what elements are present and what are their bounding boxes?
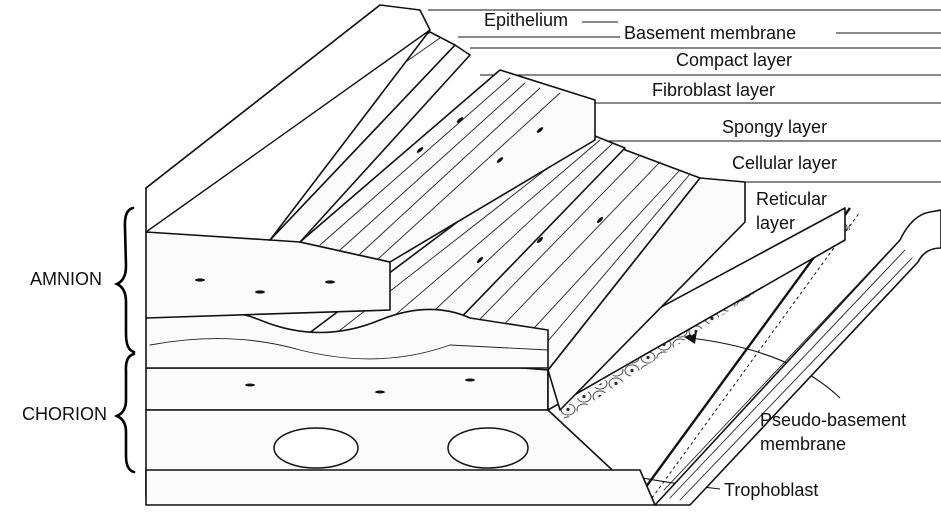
amnion-brace — [117, 208, 134, 352]
label-pseudo-basement-1: Pseudo-basement — [760, 410, 906, 430]
label-reticular-layer-1: Reticular — [756, 189, 827, 209]
label-compact-layer: Compact layer — [676, 50, 792, 70]
label-basement-membrane: Basement membrane — [624, 23, 796, 43]
label-trophoblast: Trophoblast — [724, 480, 818, 500]
label-amnion: AMNION — [30, 269, 102, 289]
label-fibroblast-layer: Fibroblast layer — [652, 80, 775, 100]
label-cellular-layer: Cellular layer — [732, 153, 837, 173]
chorion-brace — [117, 354, 134, 472]
label-epithelium: Epithelium — [484, 10, 568, 30]
label-chorion: CHORION — [22, 404, 107, 424]
label-reticular-layer-2: layer — [756, 213, 795, 233]
label-spongy-layer: Spongy layer — [722, 117, 827, 137]
label-pseudo-basement-2: membrane — [760, 434, 846, 454]
